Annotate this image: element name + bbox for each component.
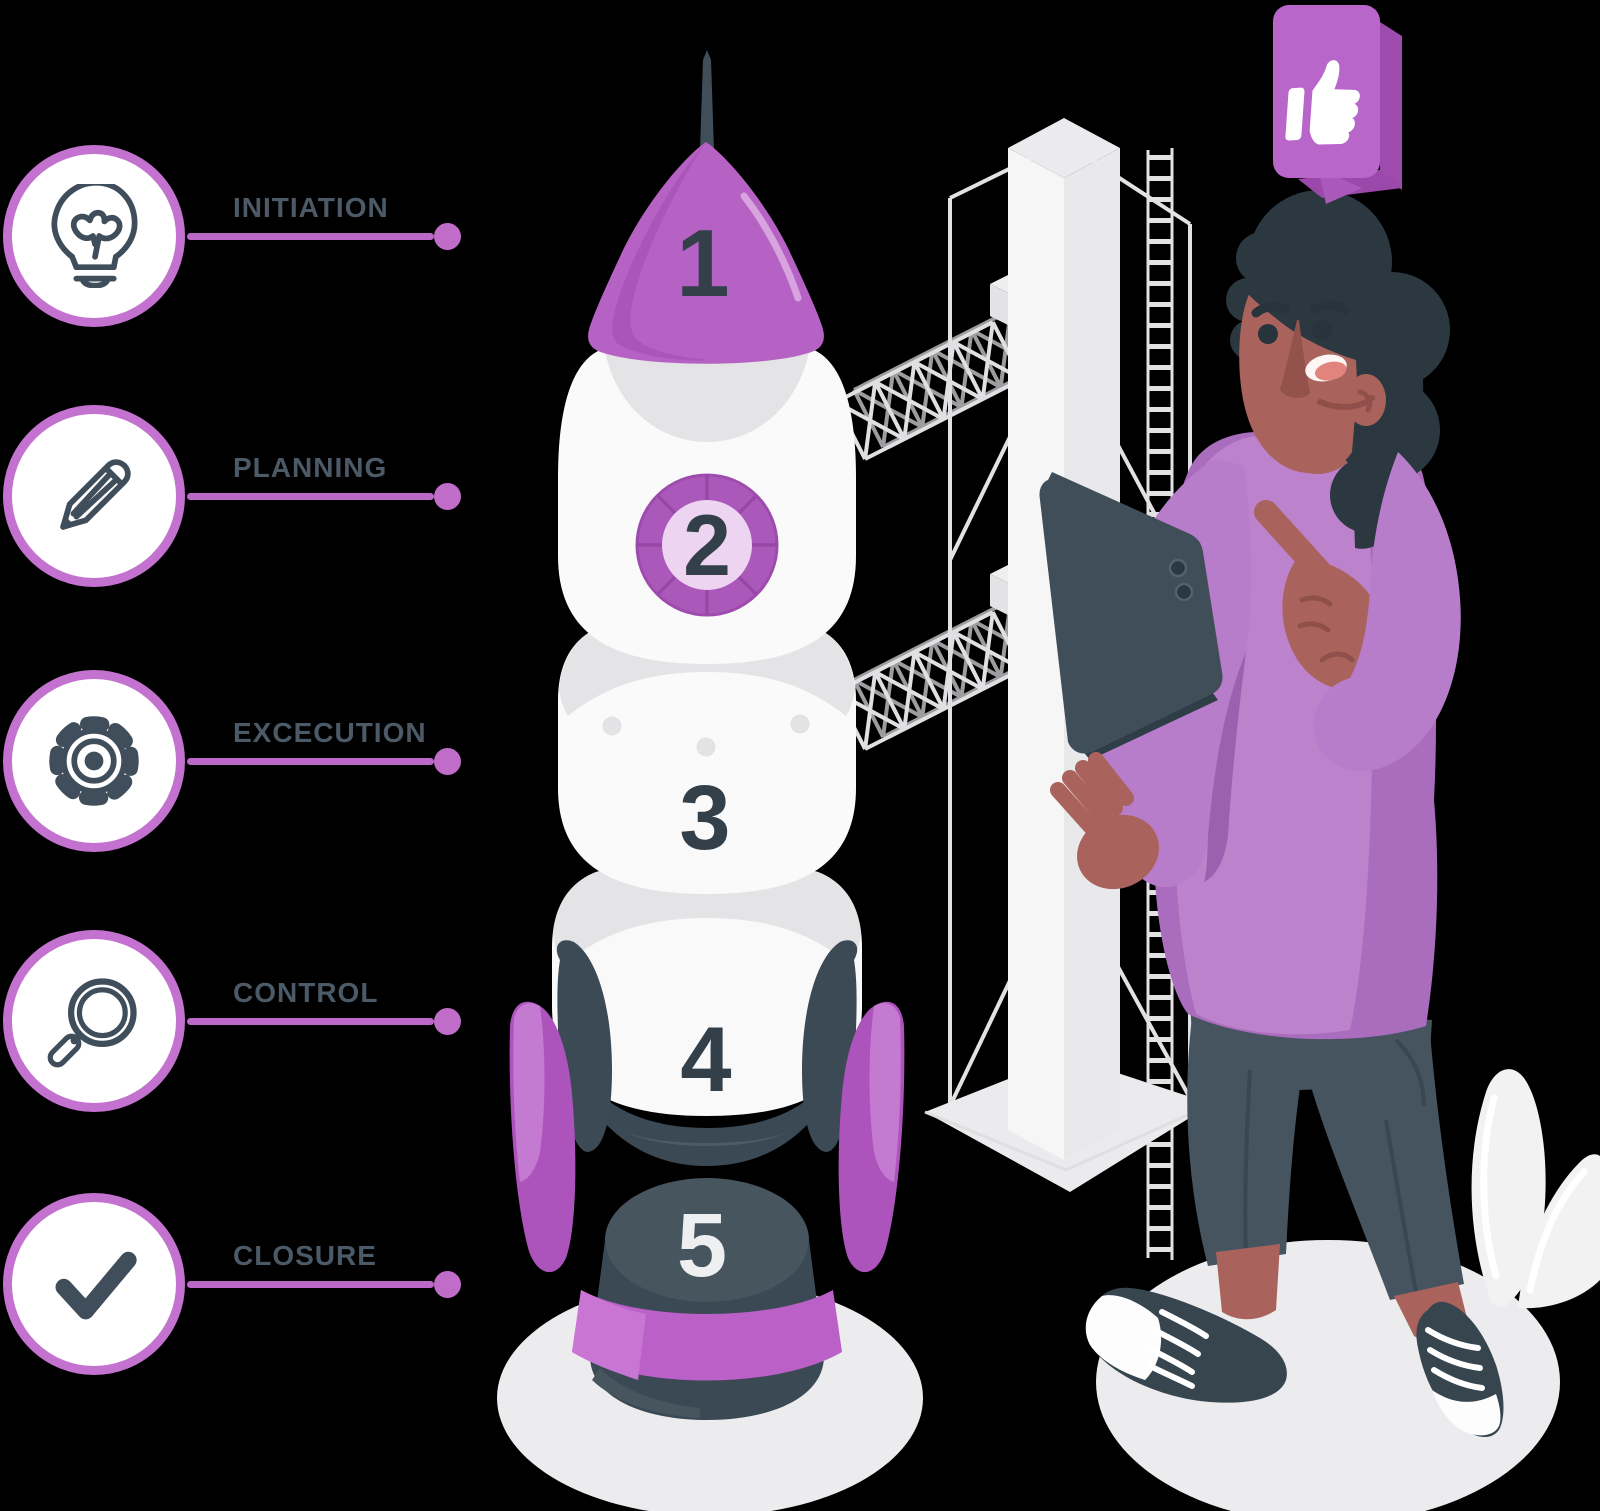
eyebrows [1251,300,1350,318]
phase-circle [3,145,185,327]
connector-line [187,1281,434,1288]
gripping-fingers [1050,752,1134,836]
connector-line [187,493,434,500]
truss-bridge-lower [834,598,1042,751]
truss-bridge-upper [834,308,1042,461]
rocket-stage-4 [552,861,862,1116]
eye-right [1312,320,1332,340]
rocket-engine-collar [558,1020,856,1166]
gear-icon [49,716,139,806]
rocket-launch-base [572,1178,842,1420]
connector-dot [434,483,461,510]
phase-label: EXCECUTION [233,717,427,748]
person [1039,190,1504,1437]
rocket-porthole [635,473,779,617]
rocket: 1 2 3 4 5 [497,50,923,1511]
phase-circle [3,930,185,1112]
checkmark-icon [55,1251,137,1320]
plant-leaves [1471,1069,1600,1309]
stage-number-4: 4 [680,1009,731,1111]
rocket-fin-left [509,940,612,1273]
magnifier-icon [47,978,137,1068]
connector-line [187,758,434,765]
connector-dot [434,223,461,250]
rocket-fin-right [802,940,905,1273]
sneaker-right [1416,1301,1504,1437]
tablet [1039,472,1223,760]
lightbulb-icon [51,184,138,288]
ankle-left [1216,1244,1280,1320]
head [1226,190,1450,549]
tablet-camera-1 [1168,558,1188,578]
phase-circle [3,405,185,587]
phase-circle [3,670,185,852]
connector-dot [434,748,461,775]
connector-line [187,233,434,240]
sneaker-left [1085,1287,1287,1403]
tower-column [1008,118,1120,1160]
rocket-spike [700,50,714,150]
tablet-camera-2 [1174,582,1194,602]
nose-shade [1280,320,1310,398]
phase-label: CLOSURE [233,1240,377,1271]
connector-dot [434,1271,461,1298]
rocket-nose-cone [588,50,824,364]
stage-number-5: 5 [677,1196,727,1296]
connector-dot [434,1008,461,1035]
hair-front [1246,254,1424,549]
mouth [1305,354,1347,382]
phase-circle [3,1193,185,1375]
phase-label: PLANNING [233,452,388,483]
jaw-shade [1317,395,1375,410]
like-bubble [1273,5,1402,204]
phase-label: INITIATION [233,192,389,223]
pencil-icon [60,459,131,530]
eye-left [1258,324,1278,344]
stage-number-1: 1 [676,210,729,317]
stage-number-3: 3 [679,767,730,869]
sleeve-right [1313,452,1461,772]
phase-label: CONTROL [233,977,379,1008]
thumbs-up-icon [1285,60,1360,145]
stage-number-2: 2 [683,498,731,594]
connector-line [187,1018,434,1025]
